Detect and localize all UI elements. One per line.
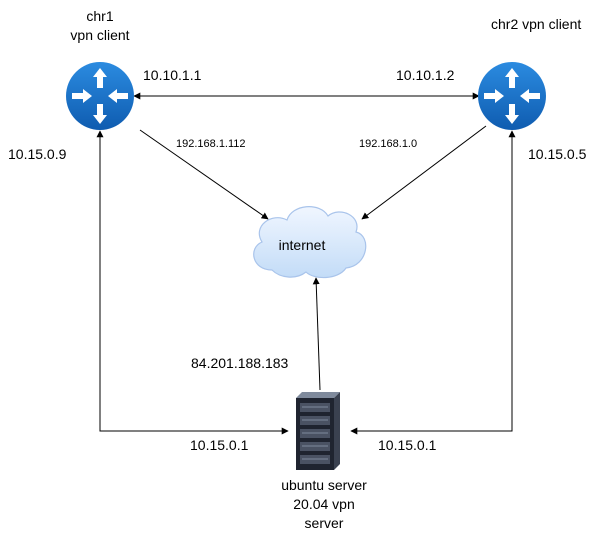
router-icon <box>66 62 134 130</box>
link-server-chr2-tunnel <box>350 130 516 435</box>
link-label-10-10-1-1: 10.10.1.1 <box>143 67 202 83</box>
chr1-role-label: vpn client <box>70 27 130 43</box>
link-label-192-168-1-112: 192.168.1.112 <box>176 138 246 150</box>
chr2-name-label: chr2 vpn client <box>491 16 582 32</box>
link-label-84-201-188-183: 84.201.188.183 <box>191 355 289 371</box>
link-server-chr1-tunnel <box>96 130 289 435</box>
link-label-10-10-1-2: 10.10.1.2 <box>396 67 455 83</box>
link-server-internet <box>312 277 321 391</box>
server-label-line2: 20.04 vpn <box>293 496 355 512</box>
server-label-line3: server <box>304 515 344 531</box>
tunnel-label-server-left: 10.15.0.1 <box>190 437 249 453</box>
cloud-icon <box>253 206 367 279</box>
tunnel-label-server-right: 10.15.0.1 <box>378 437 437 453</box>
link-label-192-168-1-0: 192.168.1.0 <box>359 138 418 150</box>
router-icon <box>478 62 546 130</box>
chr1-name-label: chr1 <box>86 8 114 24</box>
cloud-label: internet <box>278 237 326 253</box>
server-rack-icon <box>296 392 340 470</box>
server-label-line1: ubuntu server <box>281 477 367 493</box>
tunnel-label-chr2: 10.15.0.5 <box>528 146 587 162</box>
tunnel-label-chr1: 10.15.0.9 <box>8 146 67 162</box>
